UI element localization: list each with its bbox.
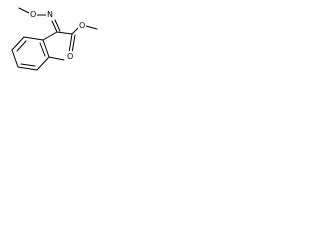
- methoxy-oxygen-label-group: O: [29, 9, 37, 19]
- ester-oxygen-label: O: [79, 21, 85, 30]
- carbonyl-oxygen-label-group: O: [66, 51, 75, 61]
- chemical-structure-diagram: O N O O: [11, 7, 98, 71]
- bond-oxime-nitrogen-carbon-second: [54, 19, 61, 32]
- ester-oxygen-label-group: O: [78, 20, 86, 30]
- bond-ester-carbonyl-double-2: [71, 34, 76, 54]
- ring-bond-1: [23, 36, 44, 41]
- carbonyl-oxygen-label: O: [67, 52, 73, 61]
- ring-double-bond-inner-2: [20, 63, 36, 67]
- methoxy-oxygen-label: O: [30, 10, 36, 19]
- oxime-nitrogen-label-group: N: [46, 9, 55, 19]
- ring-double-bond-inner-3: [39, 42, 46, 57]
- methoxy-oxygen-background: [29, 9, 37, 19]
- carbonyl-oxygen-background: [66, 51, 75, 61]
- oxime-nitrogen-background: [46, 9, 55, 19]
- bond-central-carbon-ring: [42, 31, 58, 41]
- ring-bond-6: [42, 39, 50, 58]
- bond-ester-oxygen-methyl: [85, 25, 98, 30]
- ring-bond-4: [17, 66, 38, 71]
- ester-oxygen-background: [78, 20, 86, 30]
- bond-ring-methyl: [48, 56, 65, 61]
- bond-oxime-nitrogen-carbon: [51, 20, 58, 33]
- ring-double-bond-inner-1: [16, 40, 27, 52]
- ring-bond-5: [36, 56, 50, 71]
- bond-central-carbon-ester-carbon: [56, 31, 73, 35]
- ring-bond-2: [11, 36, 25, 51]
- oxime-nitrogen-label: N: [47, 10, 53, 19]
- bond-ester-carbonyl-double-1: [68, 33, 73, 54]
- ring-bond-3: [11, 49, 19, 68]
- bond-ester-carbon-oxygen: [71, 26, 80, 35]
